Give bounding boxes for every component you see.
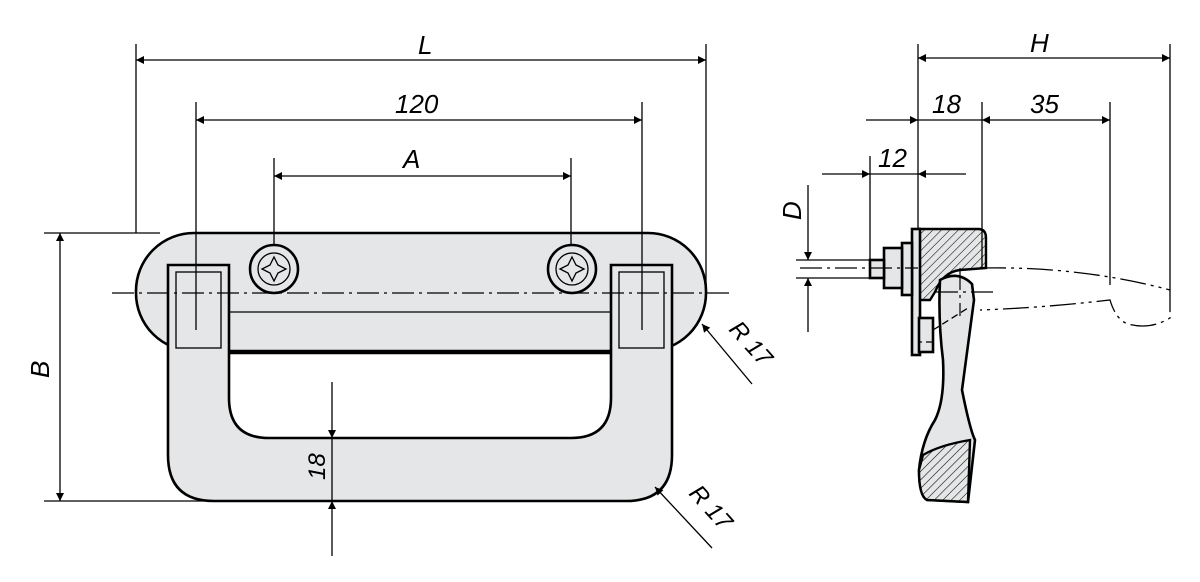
washer	[900, 241, 914, 297]
screw-right	[546, 243, 598, 295]
dim-label-18-side: 18	[932, 89, 961, 119]
lower-tab	[917, 316, 935, 354]
front-view: L 120 A B 18 R 17 R 17	[25, 30, 779, 556]
handle-raised-phantom	[979, 267, 1171, 327]
dim-label-H: H	[1030, 28, 1049, 58]
dim-label-B: B	[25, 361, 55, 378]
dim-label-35: 35	[1030, 89, 1059, 119]
radius-leader-top	[701, 323, 753, 385]
radius-leader-bottom	[654, 486, 713, 549]
radius-label-bottom: R 17	[684, 480, 739, 537]
dim-label-D: D	[777, 201, 807, 220]
dim-label-120: 120	[395, 89, 439, 119]
handle-bow	[166, 263, 674, 503]
dim-label-12: 12	[878, 143, 907, 173]
dim-label-L: L	[418, 30, 432, 60]
radius-label-top: R 17	[724, 316, 779, 373]
bolt-end	[868, 258, 886, 280]
side-view: H 18 35 12 D	[777, 28, 1171, 504]
screw-left	[248, 243, 300, 295]
dim-label-18-front: 18	[304, 453, 331, 480]
dim-label-A: A	[401, 144, 420, 174]
grip-section	[917, 438, 972, 504]
handle-left-leg-inner	[175, 271, 222, 349]
